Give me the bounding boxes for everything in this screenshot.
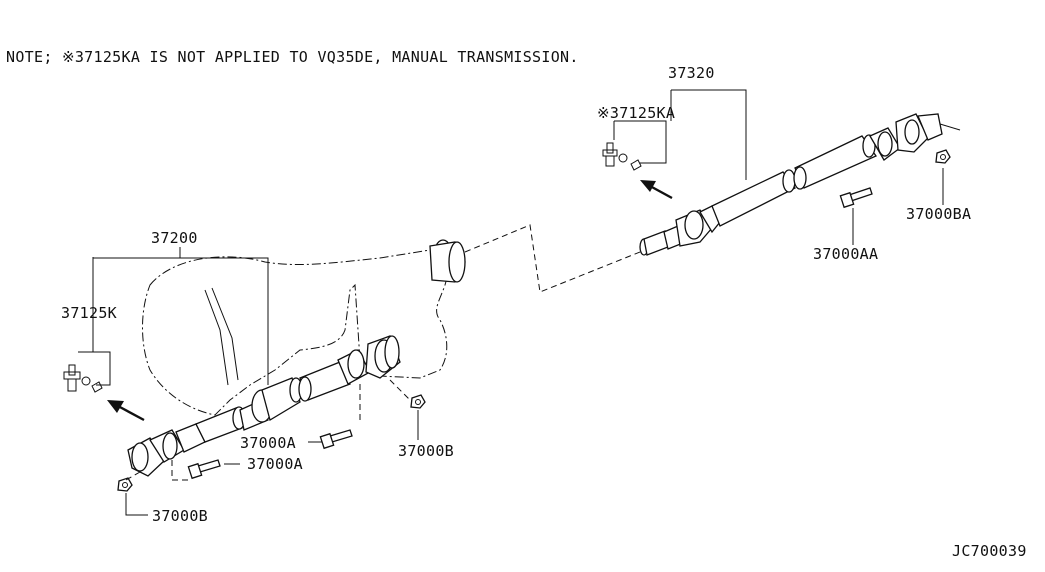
diagram-note: NOTE; ※37125KA IS NOT APPLIED TO VQ35DE,…: [6, 48, 579, 66]
label-front-bolt-mid: 37000A: [240, 434, 296, 452]
transmission-case: [142, 239, 466, 416]
front-joint-kit-parts: [63, 364, 103, 393]
rear-joint-kit-parts: [602, 142, 642, 171]
rear-leaders: [613, 89, 944, 245]
label-rear-nut: 37000BA: [906, 205, 971, 223]
rear-propeller-shaft: [639, 113, 961, 256]
label-rear-shaft: 37320: [668, 64, 715, 82]
front-kit-arrow: [107, 400, 145, 422]
label-rear-bolt: 37000AA: [813, 245, 878, 263]
label-front-nut-low: 37000B: [152, 507, 208, 525]
figure-code: JC700039: [952, 542, 1027, 560]
label-front-joint-kit: 37125K: [61, 304, 117, 322]
label-rear-joint-kit: ※37125KA: [597, 104, 675, 122]
front-leaders: [78, 247, 419, 516]
rear-kit-arrow: [640, 180, 673, 200]
connection-line: [464, 224, 646, 293]
label-front-nut-mid: 37000B: [398, 442, 454, 460]
front-bolts-and-nuts: [117, 379, 426, 492]
label-front-shaft: 37200: [151, 229, 198, 247]
front-propeller-shaft: [127, 335, 401, 477]
label-front-bolt-low: 37000A: [247, 455, 303, 473]
rear-bolt-and-nut: [839, 149, 951, 209]
